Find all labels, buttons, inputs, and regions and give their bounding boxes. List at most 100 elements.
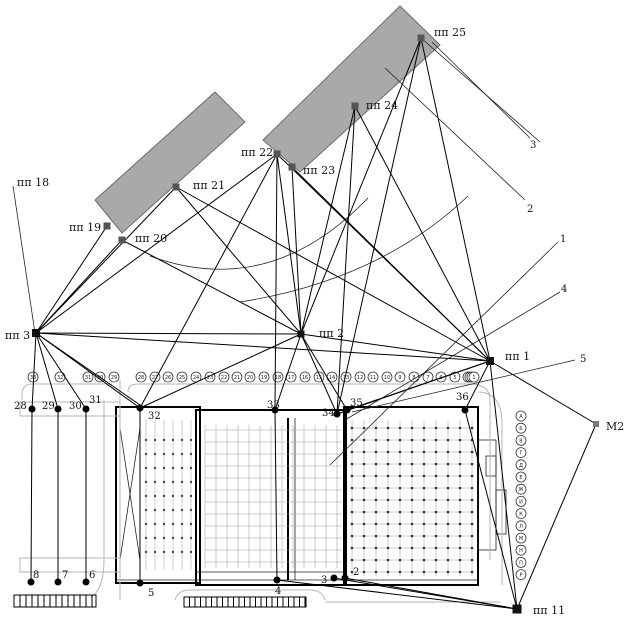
sight-line — [300, 105, 356, 335]
column-dot — [362, 474, 366, 478]
column-dot — [189, 452, 193, 456]
survey-point-b3 — [330, 574, 338, 582]
column-dot — [422, 474, 426, 478]
axis-bubble — [135, 371, 147, 383]
station-marker-pp21 — [172, 183, 180, 191]
axis-bubble — [515, 495, 527, 507]
column-dot — [386, 462, 390, 466]
column-dot — [446, 546, 450, 550]
station-markers — [32, 34, 599, 614]
point-labels: 28 29 30 31 32 33 34 35 36 2 3 4 5 6 7 8 — [14, 392, 469, 599]
column-dot — [180, 550, 184, 554]
column-dot — [446, 534, 450, 538]
survey-point-b2 — [341, 574, 349, 582]
column-dot — [374, 570, 378, 574]
column-dot — [350, 474, 354, 478]
label-pp18: пп 18 — [17, 176, 49, 189]
column-dot — [189, 550, 193, 554]
column-dot — [398, 510, 402, 514]
point-label-29: 29 — [42, 401, 55, 412]
axis-bubble — [515, 544, 527, 556]
axis-bubble — [515, 569, 527, 580]
column-dot — [362, 462, 366, 466]
axis-bubble — [515, 508, 527, 519]
road-contours — [19, 380, 503, 603]
callout-leaders — [12, 41, 576, 466]
interior-grid — [144, 420, 474, 576]
survey-point-b4 — [273, 576, 281, 584]
survey-point-p36 — [461, 406, 469, 414]
column-dot — [386, 450, 390, 454]
sight-lines — [30, 37, 597, 610]
column-dot — [410, 462, 414, 466]
column-dot — [350, 546, 354, 550]
column-dot — [171, 522, 175, 526]
column-dot — [180, 508, 184, 512]
point-label-32: 32 — [148, 411, 161, 422]
axis-bubble — [381, 371, 393, 383]
column-dot — [180, 522, 184, 526]
column-dot — [470, 426, 474, 430]
point-label-28: 28 — [14, 401, 27, 412]
axis-bubble — [468, 371, 480, 383]
axis-bubble-text: 25 — [179, 375, 185, 381]
column-dot — [153, 494, 157, 498]
column-dot — [398, 462, 402, 466]
label-pp20: пп 20 — [135, 232, 167, 245]
axis-bubble — [515, 434, 527, 446]
survey-point-b5 — [136, 579, 144, 587]
axis-bubble-text: 33 — [30, 375, 36, 381]
column-dot — [386, 498, 390, 502]
sight-line — [30, 408, 33, 583]
sight-line — [35, 225, 108, 334]
column-dot — [386, 474, 390, 478]
column-dot — [398, 438, 402, 442]
column-dot — [162, 452, 166, 456]
axis-bubble — [176, 371, 188, 383]
column-dot — [180, 452, 184, 456]
column-dot — [386, 534, 390, 538]
survey-points — [27, 404, 469, 587]
column-dot — [458, 474, 462, 478]
column-dot — [350, 510, 354, 514]
column-dot — [189, 480, 193, 484]
column-dot — [458, 534, 462, 538]
station-marker-pp19 — [103, 222, 111, 230]
column-dot — [470, 546, 474, 550]
point-label-31: 31 — [89, 395, 102, 406]
axis-bubble — [149, 371, 161, 383]
column-dot — [171, 550, 175, 554]
axis-bubble-text: 26 — [165, 375, 171, 381]
column-dot — [153, 508, 157, 512]
sight-line — [121, 239, 302, 335]
column-dot — [162, 494, 166, 498]
column-dot — [350, 486, 354, 490]
column-dot — [374, 486, 378, 490]
column-dot — [398, 522, 402, 526]
sight-line — [336, 37, 422, 415]
column-dot — [153, 438, 157, 442]
column-dot — [189, 536, 193, 540]
sight-line — [175, 186, 491, 362]
column-dot — [410, 474, 414, 478]
column-dot — [144, 438, 148, 442]
column-dot — [144, 536, 148, 540]
column-dot — [434, 486, 438, 490]
axis-bubble — [515, 532, 527, 544]
sight-line — [35, 332, 87, 410]
column-dot — [398, 498, 402, 502]
column-dot — [470, 498, 474, 502]
column-dot — [458, 426, 462, 430]
column-dot — [374, 426, 378, 430]
sight-line — [35, 332, 491, 362]
axis-bubble-text: М — [519, 536, 523, 542]
column-dot — [189, 522, 193, 526]
column-dot — [144, 550, 148, 554]
column-dot — [422, 462, 426, 466]
axis-bubble-text: 10 — [384, 375, 390, 381]
column-dot — [458, 462, 462, 466]
column-dot — [446, 450, 450, 454]
survey-point-p30 — [82, 405, 90, 413]
